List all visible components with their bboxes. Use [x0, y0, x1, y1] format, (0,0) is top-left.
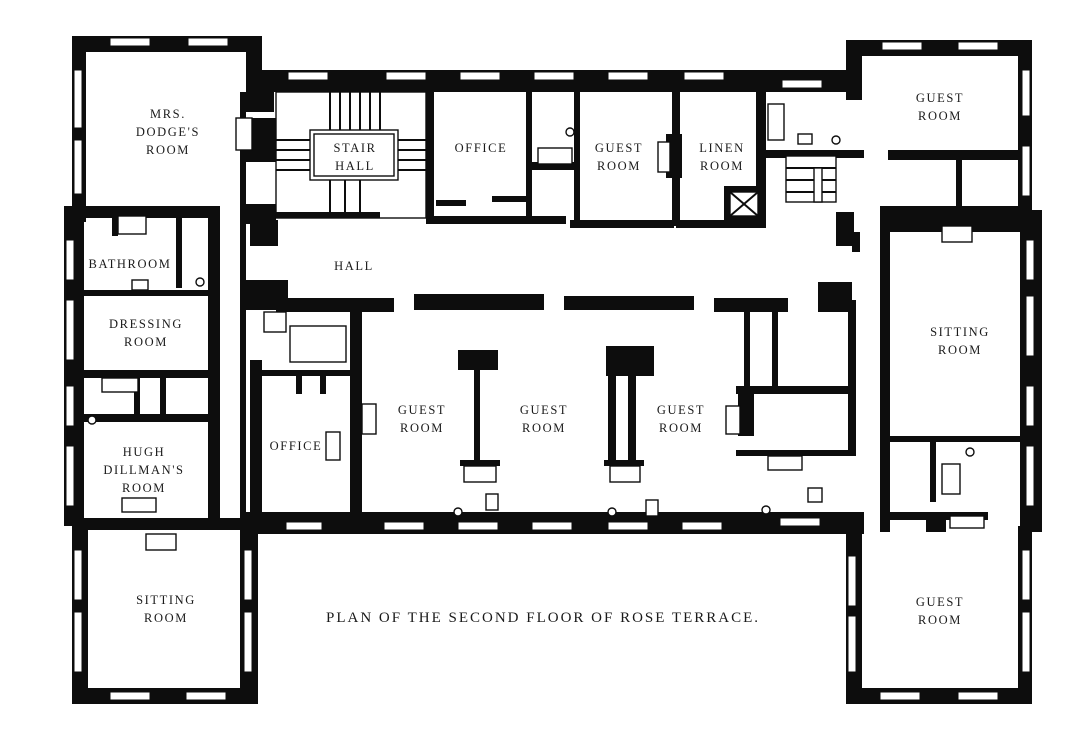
room-label-line: DODGE'S — [136, 125, 200, 139]
room-label-line: DILLMAN'S — [103, 463, 184, 477]
room-label-line: ROOM — [122, 481, 166, 495]
room-label-guest-room-southeast: GUEST ROOM — [916, 595, 964, 627]
west-wing-fixtures — [87, 215, 205, 551]
room-label-line: GUEST — [398, 403, 446, 417]
room-label-bathroom: BATHROOM — [89, 257, 172, 271]
plan-caption: PLAN OF THE SECOND FLOOR OF ROSE TERRACE… — [326, 610, 760, 626]
room-label-linen-room: LINEN ROOM — [699, 141, 745, 173]
room-label-line: ROOM — [146, 143, 190, 157]
west-wing-windows — [65, 37, 253, 701]
room-label-office-south: OFFICE — [270, 439, 323, 453]
room-label-line: GUEST — [657, 403, 705, 417]
central-fixtures — [235, 103, 841, 517]
room-label-guest-room-south-3: GUEST ROOM — [657, 403, 705, 435]
room-label-line: SITTING — [136, 593, 196, 607]
room-label-guest-room-south-2: GUEST ROOM — [520, 403, 568, 435]
room-label-line: ROOM — [700, 159, 744, 173]
room-label-hugh-dillmans-room: HUGH DILLMAN'S ROOM — [103, 445, 184, 495]
room-label-line: ROOM — [918, 613, 962, 627]
room-label-stair-hall: STAIR HALL — [333, 141, 376, 173]
room-label-line: GUEST — [520, 403, 568, 417]
room-label-line: HALL — [334, 259, 374, 273]
room-label-line: OFFICE — [270, 439, 323, 453]
room-label-line: ROOM — [124, 335, 168, 349]
room-label-line: ROOM — [659, 421, 703, 435]
room-label-line: GUEST — [595, 141, 643, 155]
room-label-line: GUEST — [916, 91, 964, 105]
room-label-line: ROOM — [938, 343, 982, 357]
room-label-line: HUGH — [123, 445, 166, 459]
east-wing-windows — [847, 41, 1035, 701]
room-label-line: ROOM — [400, 421, 444, 435]
room-label-line: LINEN — [699, 141, 745, 155]
room-label-sitting-room-west: SITTING ROOM — [136, 593, 196, 625]
room-label-mrs-dodges-room: MRS. DODGE'S ROOM — [136, 107, 200, 157]
room-label-dressing-room: DRESSING ROOM — [109, 317, 183, 349]
room-label-guest-room-south-1: GUEST ROOM — [398, 403, 446, 435]
room-label-line: MRS. — [150, 107, 186, 121]
central-windows — [285, 71, 823, 531]
room-label-line: ROOM — [522, 421, 566, 435]
room-label-sitting-room-east: SITTING ROOM — [930, 325, 990, 357]
room-label-line: HALL — [335, 159, 375, 173]
room-label-line: GUEST — [916, 595, 964, 609]
room-label-hall: HALL — [334, 259, 374, 273]
room-label-line: OFFICE — [455, 141, 508, 155]
room-label-line: ROOM — [597, 159, 641, 173]
room-label-line: DRESSING — [109, 317, 183, 331]
room-label-line: ROOM — [144, 611, 188, 625]
room-label-guest-room-northeast: GUEST ROOM — [916, 91, 964, 123]
room-label-line: ROOM — [918, 109, 962, 123]
room-label-line: BATHROOM — [89, 257, 172, 271]
room-label-office-north: OFFICE — [455, 141, 508, 155]
room-label-line: STAIR — [333, 141, 376, 155]
stair — [275, 91, 427, 219]
room-label-line: SITTING — [930, 325, 990, 339]
room-label-guest-room-north: GUEST ROOM — [595, 141, 643, 173]
east-wing-fixtures — [941, 225, 985, 529]
service-stair — [724, 155, 837, 222]
